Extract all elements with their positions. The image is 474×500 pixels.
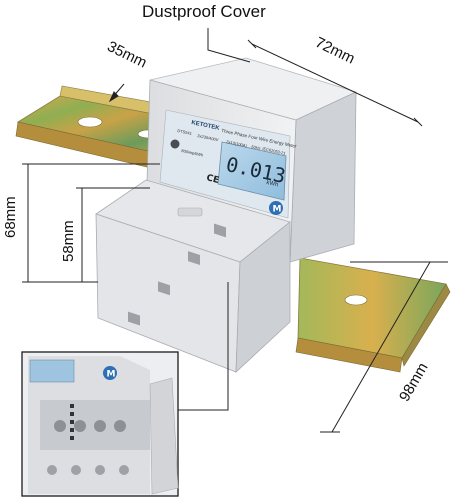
- dustproof-cover-label: Dustproof Cover: [142, 2, 266, 21]
- svg-text:M: M: [273, 205, 282, 215]
- height-58mm-label: 58mm: [60, 220, 77, 262]
- pulse-led-icon: [170, 139, 180, 149]
- lcd-display: [217, 141, 287, 201]
- height-68mm-label: 68mm: [2, 196, 19, 238]
- dimension-lines: [22, 28, 448, 433]
- meter-faceplate: CE M: [159, 109, 291, 219]
- ce-mark-icon: CE: [205, 173, 220, 186]
- m-badge-icon: [269, 201, 283, 215]
- svg-text:M: M: [107, 370, 116, 380]
- inset-photo: M: [21, 351, 179, 497]
